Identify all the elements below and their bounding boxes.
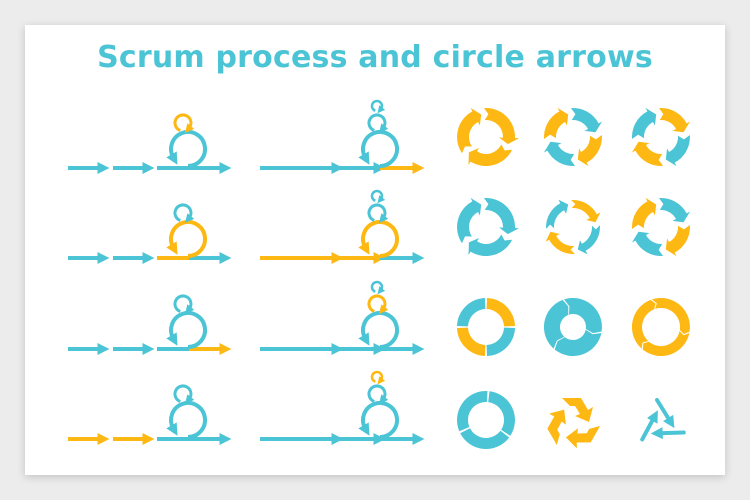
daily-loop <box>173 203 195 223</box>
circle-arrow-segment <box>571 200 601 223</box>
circle-arrow-segment <box>631 141 663 166</box>
scrum-loop <box>166 130 208 168</box>
circle-arrow-segment <box>665 225 690 257</box>
inner-loop <box>370 99 386 114</box>
recycle-arrow-icon <box>547 409 566 446</box>
triangle-arrow-side <box>655 398 675 429</box>
inner-loop <box>370 280 386 295</box>
circle-arrow-segment <box>577 135 602 167</box>
circle-arrow-segment <box>543 141 575 166</box>
circle-arrow-segment <box>546 199 569 229</box>
recycle-arrow-shape <box>565 425 601 449</box>
scrum-loop <box>166 220 208 258</box>
ring-segment <box>486 327 515 356</box>
circle-arrow-segment <box>631 231 663 256</box>
circle-arrow-segment <box>545 231 575 254</box>
ring-segment <box>488 391 515 436</box>
triangle-arrow-side <box>650 427 686 440</box>
circle-arrow-segment <box>577 225 600 255</box>
circle-arrow-segment <box>571 108 603 133</box>
ring-segment <box>460 428 510 450</box>
ring-segment <box>486 298 515 327</box>
triangle-arrow-side <box>640 410 658 442</box>
inner-loop <box>370 370 386 385</box>
page-title: Scrum process and circle arrows <box>97 40 653 75</box>
circle-arrow-segment <box>665 135 690 167</box>
illustration-card <box>25 25 725 475</box>
scrum-loop <box>358 220 400 258</box>
circle-arrow-segment <box>659 108 691 133</box>
circle-arrow-segment <box>632 107 657 139</box>
triangle-arrow-icon <box>640 410 658 442</box>
recycle-arrow-shape <box>562 398 593 422</box>
daily-loop <box>367 203 389 223</box>
scrum-loop <box>166 401 208 439</box>
circle-arrow-segment <box>468 144 513 167</box>
scrum-loop <box>358 401 400 439</box>
daily-loop <box>173 384 195 404</box>
ring-segment <box>457 327 486 356</box>
ring-segment <box>456 390 488 432</box>
notched-ring-segment <box>543 299 569 349</box>
daily-loop <box>173 113 195 133</box>
triangle-arrow-icon <box>650 427 686 440</box>
ring-segment <box>457 298 486 327</box>
recycle-arrow-icon <box>565 425 601 449</box>
daily-loop <box>173 294 195 314</box>
circle-arrow-segment <box>457 107 482 154</box>
triangle-arrow-icon <box>655 398 675 429</box>
notched-ring-segment <box>631 299 656 349</box>
notched-ring-segment <box>564 297 602 334</box>
recycle-arrow-icon <box>562 398 593 422</box>
scrum-loop <box>358 130 400 168</box>
circle-arrow-segment <box>484 198 519 235</box>
daily-loop <box>367 294 389 314</box>
daily-loop <box>367 113 389 133</box>
circle-arrow-segment <box>544 107 569 139</box>
circle-arrow-segment <box>457 197 482 244</box>
daily-loop <box>367 384 389 404</box>
notched-ring-segment <box>652 297 690 334</box>
notched-ring-segment <box>642 331 690 357</box>
scrum-loop <box>166 311 208 349</box>
circle-arrow-segment <box>659 198 691 223</box>
recycle-arrow-shape <box>547 409 566 446</box>
circle-arrow-segment <box>632 197 657 229</box>
scrum-loop <box>358 311 400 349</box>
notched-ring-segment <box>554 329 602 357</box>
circle-arrow-segment <box>484 108 519 145</box>
inner-loop <box>370 189 386 204</box>
circle-arrow-segment <box>468 234 513 257</box>
